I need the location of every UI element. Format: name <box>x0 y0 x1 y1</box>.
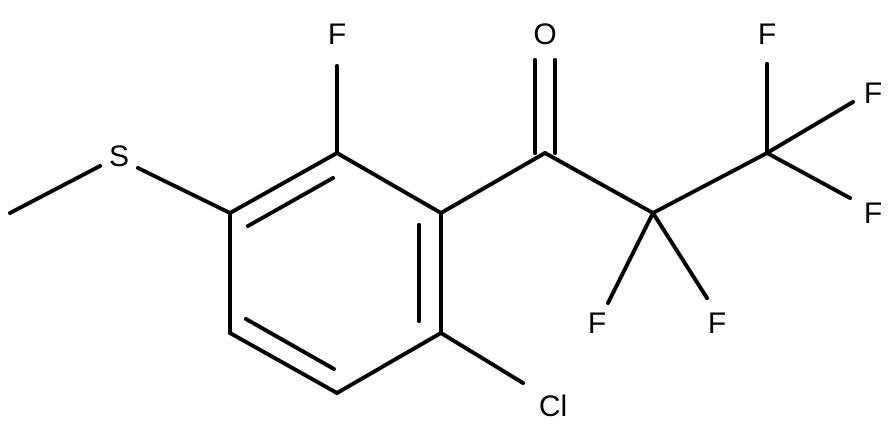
bond-cf3-f-bottom <box>765 151 852 200</box>
atom-label-oxygen: O <box>533 18 556 51</box>
bond-ring-chlorine <box>439 331 525 385</box>
bond-ring-c1-c2 <box>335 151 443 215</box>
bond-carbonyl-cf2 <box>543 151 655 215</box>
atom-label-fluorine-cf3-bottom: F <box>864 197 882 230</box>
atom-label-chlorine: Cl <box>539 390 567 423</box>
atom-label-fluorine-ring: F <box>328 18 346 51</box>
bond-sulfur-methyl <box>8 164 102 215</box>
bond-ring-c6-c1 <box>228 151 339 215</box>
bond-ring-c3-c4 <box>335 331 443 395</box>
atom-label-fluorine-cf2-right: F <box>708 307 726 340</box>
bond-cf3-f-right <box>765 100 855 155</box>
bond-ring-sulfur <box>136 166 232 215</box>
bond-cf2-f-left <box>606 211 655 305</box>
atom-label-fluorine-cf3-right: F <box>864 77 882 110</box>
bond-ring-c4-c5-inner <box>244 317 336 371</box>
bond-ring-c6-c1-inner <box>246 176 335 228</box>
atom-label-fluorine-cf2-left: F <box>588 307 606 340</box>
atom-label-fluorine-cf3-top: F <box>758 18 776 51</box>
atom-label-sulfur: S <box>109 140 129 173</box>
bond-cf2-f-right <box>651 211 709 300</box>
bond-ring-carbonyl-carbon <box>439 151 547 215</box>
bond-cf2-cf3 <box>651 151 769 215</box>
bond-ring-c4-c5 <box>228 331 339 395</box>
